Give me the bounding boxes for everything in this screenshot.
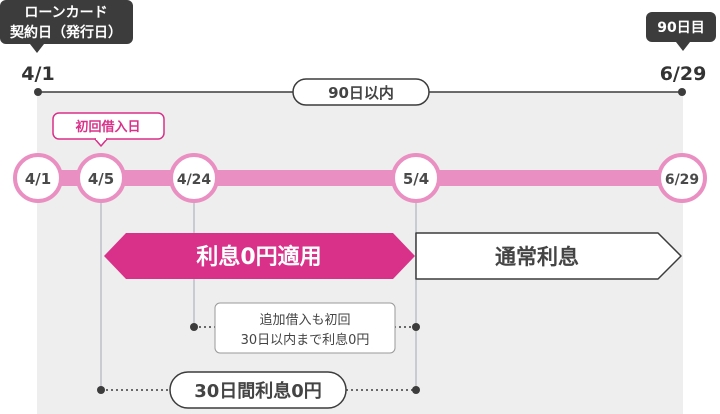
svg-text:90日以内: 90日以内 [328,84,394,102]
span-90-days-label: 90日以内 [292,78,430,106]
svg-text:4/24: 4/24 [177,172,212,188]
svg-text:30日間利息0円: 30日間利息0円 [194,380,322,402]
interest-free-label: 利息0円適用 [196,244,321,270]
additional-note-line-2: 30日以内まで利息0円 [241,332,370,348]
normal-interest-arrow: 通常利息 [415,232,682,280]
axis-start-date: 4/1 [21,63,54,85]
date-circle-4-24: 4/24 [169,153,219,203]
thirty-day-right-dot [412,386,420,394]
axis-end-date: 6/29 [660,63,707,85]
contract-date-callout: ローンカード 契約日（発行日） [0,0,133,53]
axis-end-dot [678,88,686,96]
interest-free-arrow: 利息0円適用 [104,233,415,279]
axis-start-dot [34,88,42,96]
svg-text:5/4: 5/4 [403,170,429,188]
day-90-tag: 90日目 [657,20,704,36]
timeline-bar [38,170,683,186]
date-circle-4-5: 4/5 [76,153,126,203]
additional-borrow-note: 追加借入も初回 30日以内まで利息0円 [214,302,396,354]
contract-tag-line-1: ローンカード [24,5,107,21]
date-circle-6-29: 6/29 [657,153,707,203]
thirty-day-left-dot [97,386,105,394]
normal-interest-label: 通常利息 [495,245,579,269]
day-90-callout: 90日目 [646,12,716,51]
first-borrow-tag: 初回借入日 [75,119,140,135]
thirty-day-label: 30日間利息0円 [169,371,347,409]
date-circle-5-4: 5/4 [391,153,441,203]
svg-text:4/5: 4/5 [88,170,114,188]
date-circle-4-1: 4/1 [13,153,63,203]
additional-note-line-1: 追加借入も初回 [259,312,350,328]
first-borrow-callout: 初回借入日 [52,112,165,147]
svg-text:6/29: 6/29 [665,172,699,188]
svg-text:4/1: 4/1 [25,170,51,188]
note-right-dot [412,323,420,331]
note-left-dot [190,323,198,331]
contract-tag-line-2: 契約日（発行日） [9,24,122,41]
